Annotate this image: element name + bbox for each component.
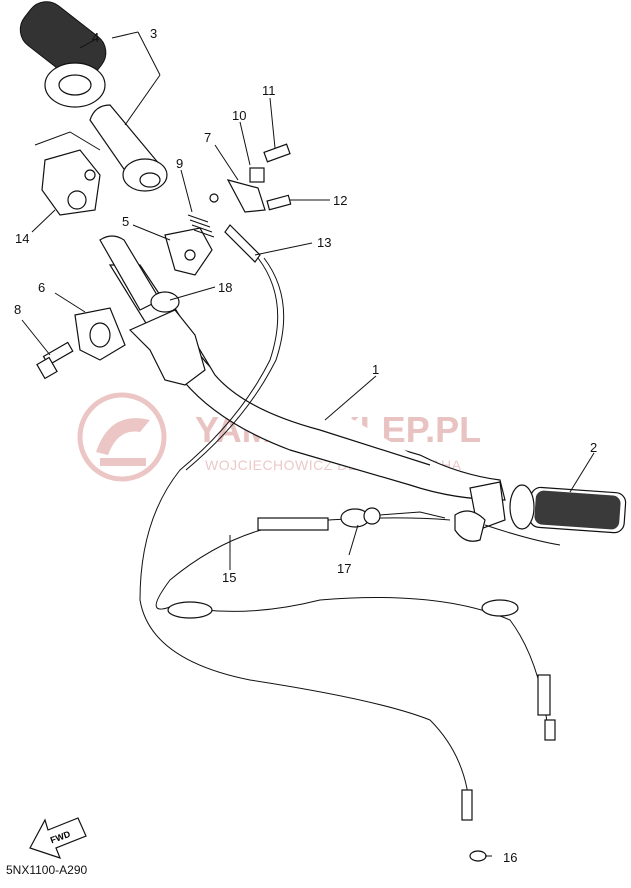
callout-17: 17 [337, 561, 351, 576]
throttle-cable [139, 257, 471, 821]
o-ring [461, 789, 487, 862]
watermark-logo [77, 392, 167, 482]
cable-adjusters [209, 143, 292, 263]
sleeve [128, 291, 206, 386]
cable-adjuster [340, 507, 446, 528]
callout-14: 14 [15, 231, 29, 246]
throttle-tube [89, 104, 168, 192]
callout-13: 13 [317, 235, 331, 250]
callouts: 1 2 3 4 5 6 7 8 9 10 11 12 13 14 15 16 1… [14, 26, 597, 865]
callout-11: 11 [262, 83, 276, 98]
callout-12: 12 [333, 193, 347, 208]
bracket [164, 227, 213, 276]
callout-2: 2 [590, 440, 597, 455]
callout-15: 15 [222, 570, 236, 585]
leader-lines [21, 31, 595, 857]
diagram-code: 5NX1100-A290 [6, 863, 88, 877]
callout-16: 16 [503, 850, 517, 865]
callout-6: 6 [38, 280, 45, 295]
callout-10: 10 [232, 108, 246, 123]
callout-9: 9 [176, 156, 183, 171]
clutch-lever-holder [454, 481, 561, 546]
fwd-arrow: FWD [29, 817, 87, 859]
clamp [74, 307, 126, 361]
callout-3: 3 [150, 26, 157, 41]
left-grip [19, 1, 107, 108]
callout-18: 18 [218, 280, 232, 295]
callout-4: 4 [92, 30, 99, 45]
spring [187, 214, 215, 238]
callout-8: 8 [14, 302, 21, 317]
right-grip [509, 484, 627, 534]
callout-7: 7 [204, 130, 211, 145]
bolt-8 [36, 341, 74, 380]
callout-1: 1 [372, 362, 379, 377]
callout-5: 5 [122, 214, 129, 229]
clutch-cable [155, 517, 556, 741]
throttle-housing [34, 131, 101, 216]
